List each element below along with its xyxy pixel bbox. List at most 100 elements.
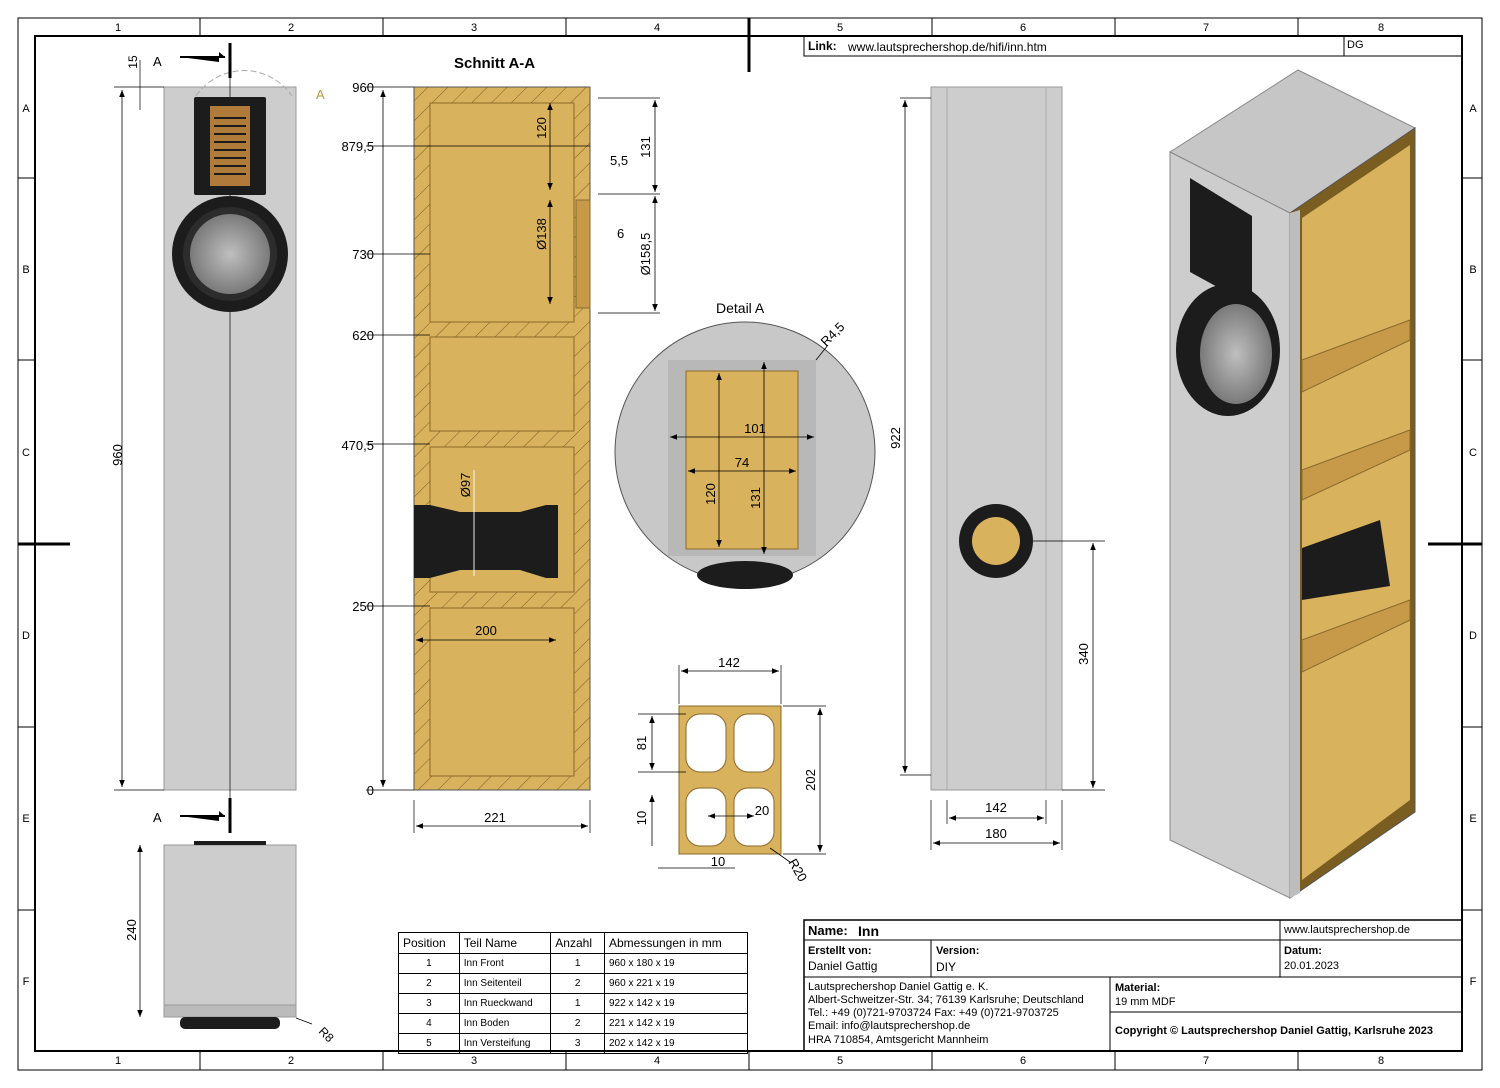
isometric-view xyxy=(1168,69,1416,899)
row-label: F xyxy=(23,976,30,988)
date-label: Datum: xyxy=(1284,945,1322,957)
initials: DG xyxy=(1347,39,1364,51)
table-cell: 2 xyxy=(550,1013,605,1034)
link-url[interactable]: www.lautsprechershop.de/hifi/inn.htm xyxy=(847,40,1047,54)
dim-label: 120 xyxy=(534,117,549,139)
dim-label: 10 xyxy=(634,811,649,825)
dim-label: 142 xyxy=(985,800,1007,815)
port-ring xyxy=(959,504,1033,578)
row-label: D xyxy=(1469,630,1477,642)
col-label: 1 xyxy=(115,1055,121,1067)
col-label: 5 xyxy=(837,1055,843,1067)
dim-label: 120 xyxy=(703,483,718,505)
row-label: C xyxy=(22,447,30,459)
dim-height: 960 xyxy=(110,444,125,466)
section-label: A xyxy=(153,54,162,69)
col-label: 7 xyxy=(1203,22,1209,34)
table-row: 1 Inn Front 1 960 x 180 x 19 xyxy=(398,953,749,974)
dim-label: Ø138 xyxy=(534,218,549,250)
row-label: E xyxy=(22,813,29,825)
col-label: 3 xyxy=(471,1055,477,1067)
parts-table: Position Teil Name Anzahl Abmessungen in… xyxy=(398,932,749,1054)
radius-label: R20 xyxy=(785,856,810,884)
website[interactable]: www.lautsprechershop.de xyxy=(1284,924,1410,936)
col-label: 6 xyxy=(1020,22,1026,34)
table-header: Position Teil Name Anzahl Abmessungen in… xyxy=(398,932,749,954)
bottom-view: 240 R8 xyxy=(124,841,337,1045)
dim-label: 922 xyxy=(888,427,903,449)
table-cell: 1 xyxy=(398,953,460,974)
level-label: 470,5 xyxy=(341,438,374,453)
col-label: 2 xyxy=(288,1055,294,1067)
detail-view: Detail A 101 74 120 131 R4,5 xyxy=(614,300,876,589)
col-label: 2 xyxy=(288,22,294,34)
tweeter xyxy=(194,97,266,195)
table-cell: 960 x 180 x 19 xyxy=(603,953,749,974)
level-label: 879,5 xyxy=(341,139,374,154)
dim-label: 202 xyxy=(803,769,818,791)
copyright: Copyright © Lautsprechershop Daniel Gatt… xyxy=(1115,1025,1434,1037)
level-label: 620 xyxy=(352,328,374,343)
dim-label: 200 xyxy=(475,623,497,638)
dim-label: 20 xyxy=(755,803,769,818)
col-label: 3 xyxy=(471,22,477,34)
dim-label: 142 xyxy=(718,655,740,670)
phone: Tel.: +49 (0)721-9703724 Fax: +49 (0)721… xyxy=(808,1007,1059,1019)
version-value: DIY xyxy=(936,960,957,974)
woofer xyxy=(172,196,288,312)
table-cell: Inn Rueckwand xyxy=(458,993,552,1014)
table-row: 2 Inn Seitenteil 2 960 x 221 x 19 xyxy=(398,973,749,994)
dim-label: 101 xyxy=(744,421,766,436)
row-label: A xyxy=(1469,103,1477,115)
center-marks xyxy=(18,18,1482,546)
col-label: 8 xyxy=(1378,22,1384,34)
row-label: B xyxy=(1469,264,1476,276)
col-label: 4 xyxy=(654,1055,660,1067)
level-label: 0 xyxy=(367,783,374,798)
table-cell: 2 xyxy=(398,973,460,994)
name-value: Inn xyxy=(858,923,879,939)
dim-label: 131 xyxy=(638,136,653,158)
grid-ticks xyxy=(18,18,1482,1070)
table-cell: Inn Versteifung xyxy=(458,1033,552,1054)
dim-label: 5,5 xyxy=(610,153,628,168)
col-label: 6 xyxy=(1020,1055,1026,1067)
version-label: Version: xyxy=(936,945,980,957)
dim-label: 74 xyxy=(735,455,749,470)
created-label: Erstellt von: xyxy=(808,945,872,957)
date-value: 20.01.2023 xyxy=(1284,960,1340,972)
table-cell: Inn Seitenteil xyxy=(458,973,552,994)
dim-label: 180 xyxy=(985,826,1007,841)
link-box: Link: www.lautsprechershop.de/hifi/inn.h… xyxy=(803,35,1463,57)
link-label: Link: xyxy=(808,39,837,53)
header-cell: Position xyxy=(398,932,460,954)
dim-top: 15 xyxy=(126,55,140,69)
table-cell: Inn Boden xyxy=(458,1013,552,1034)
row-label: B xyxy=(22,264,29,276)
dim-label: 6 xyxy=(617,226,624,241)
dim-label: 340 xyxy=(1076,643,1091,665)
created-value: Daniel Gattig xyxy=(808,959,878,973)
section-view: Schnitt A-A 960 879,5 730 620 470,5 250 … xyxy=(341,55,660,833)
radius-label: R4,5 xyxy=(818,319,848,349)
table-cell: 3 xyxy=(398,993,460,1014)
col-label: 8 xyxy=(1378,1055,1384,1067)
port-section xyxy=(414,505,558,578)
radius-label: R8 xyxy=(316,1024,337,1045)
col-label: 7 xyxy=(1203,1055,1209,1067)
table-row: 5 Inn Versteifung 3 202 x 142 x 19 xyxy=(398,1033,749,1054)
level-label: 250 xyxy=(352,599,374,614)
table-cell: Inn Front xyxy=(458,953,552,974)
dim-label: 81 xyxy=(634,736,649,750)
row-label: E xyxy=(1469,813,1476,825)
dim-label: 131 xyxy=(748,487,763,509)
dim-label: 10 xyxy=(711,854,725,869)
table-cell: 5 xyxy=(398,1033,460,1054)
dim-label: 221 xyxy=(484,810,506,825)
table-row: 4 Inn Boden 2 221 x 142 x 19 xyxy=(398,1013,749,1034)
hra: HRA 710854, Amtsgericht Mannheim xyxy=(808,1034,989,1046)
table-cell: 4 xyxy=(398,1013,460,1034)
grid-labels: 1 2 3 4 5 6 7 8 1 2 3 4 5 6 7 8 A B C D … xyxy=(22,22,1477,1067)
row-label: C xyxy=(1469,447,1477,459)
